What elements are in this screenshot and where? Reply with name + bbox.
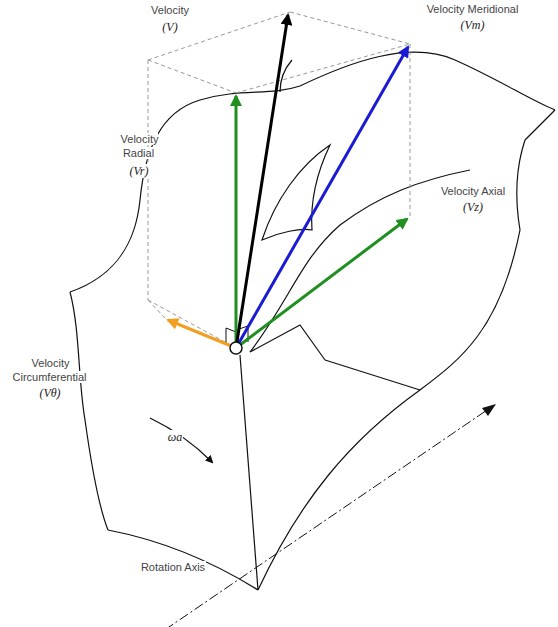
axial-vector xyxy=(236,219,407,348)
vector-symbol-box: (Vθ) xyxy=(4,386,96,402)
vector-symbol: (Vθ) xyxy=(38,386,61,400)
angular-velocity-box: ωa xyxy=(158,430,192,446)
vector-symbol: (Vr) xyxy=(128,164,149,178)
rotation-axis xyxy=(150,408,490,627)
vector-name-box: Velocity Circumferential xyxy=(4,356,96,385)
vector-name: Velocity Axial xyxy=(440,185,506,197)
vector-symbol-box: (Vm) xyxy=(395,18,550,34)
vector-symbol-box: (Vr) xyxy=(108,164,170,180)
vector-name-box: Velocity Axial xyxy=(418,184,528,198)
axis-label-box: Rotation Axis xyxy=(118,560,228,574)
construction-box xyxy=(148,12,410,348)
rotation-arrow xyxy=(150,418,212,462)
vector-name-box: Velocity Meridional xyxy=(395,2,550,16)
vector-symbol-box: (V) xyxy=(135,20,205,36)
radial-vector xyxy=(235,96,238,348)
vector-symbol-box: (Vz) xyxy=(418,200,528,216)
origin-point xyxy=(230,342,242,354)
vector-symbol: (Vz) xyxy=(462,200,484,214)
meridional-vector xyxy=(236,47,408,348)
vector-name-box: Velocity xyxy=(135,3,205,17)
vector-symbol: (Vm) xyxy=(460,18,486,32)
vector-name: Velocity Meridional xyxy=(426,3,520,15)
vector-name-box: Velocity Radial xyxy=(108,132,170,161)
vector-name: Velocity Radial xyxy=(120,133,159,159)
axis-arrowhead xyxy=(482,404,496,416)
vector-name: Velocity Circumferential xyxy=(13,357,88,383)
vector-name: Velocity xyxy=(150,4,190,16)
axis-label: Rotation Axis xyxy=(140,561,206,573)
circumferential-vector xyxy=(168,320,236,348)
angular-velocity: ωa xyxy=(167,430,183,444)
velocity-vector xyxy=(236,15,288,348)
blade-outline xyxy=(70,52,555,590)
vector-symbol: (V) xyxy=(161,20,178,34)
